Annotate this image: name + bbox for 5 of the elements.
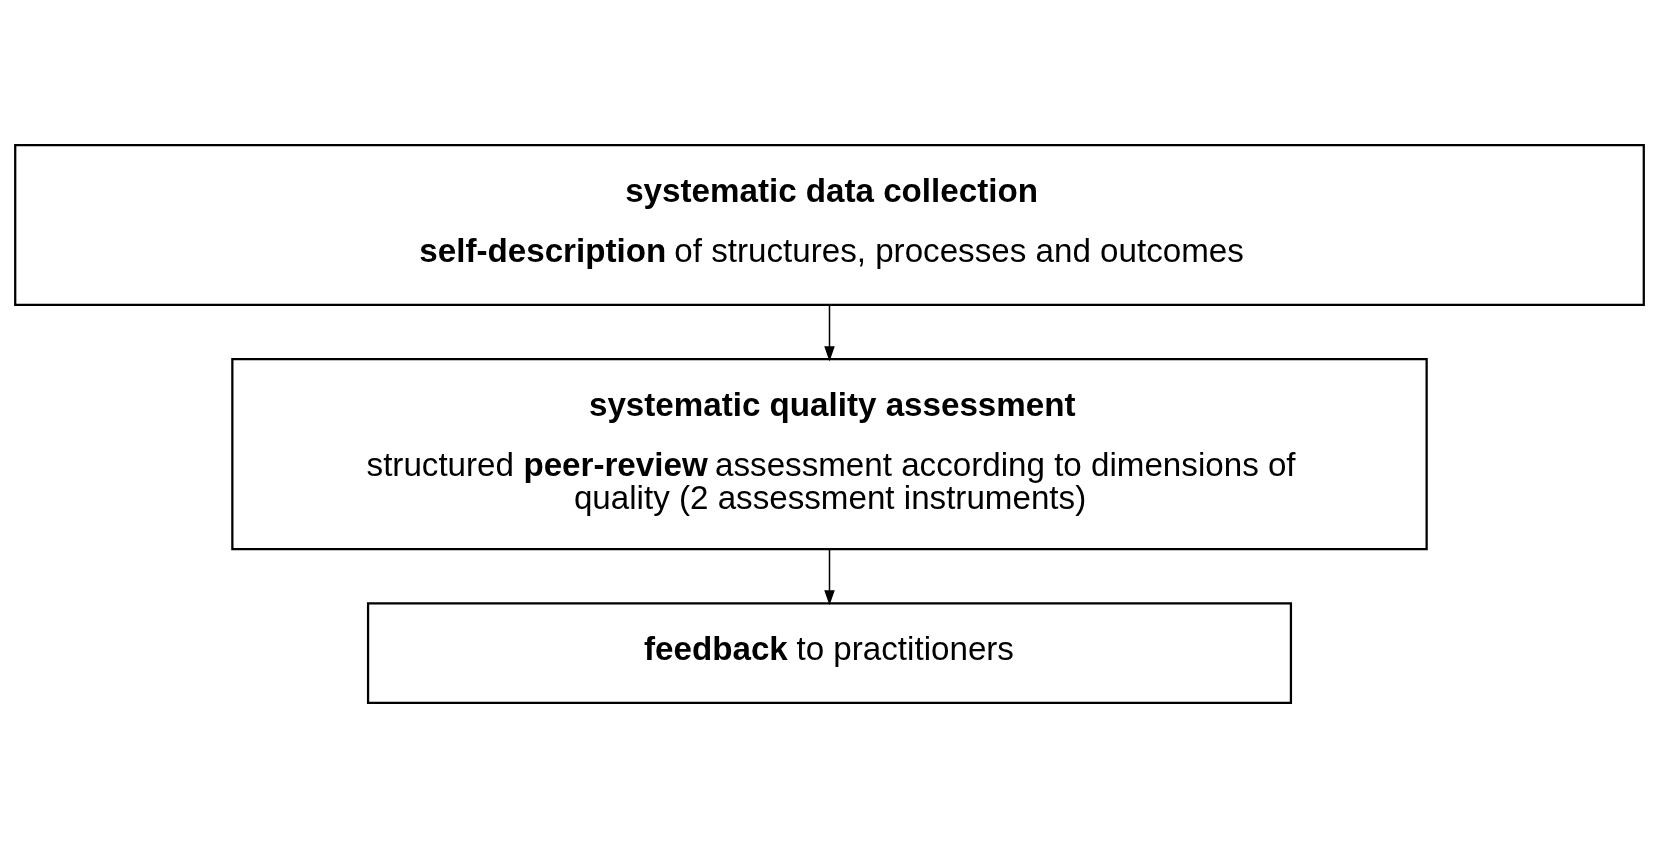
node-box: feedback to practitioners — [366, 601, 1293, 704]
node-box: systematic data collection self-description of structures, processes and outcomes — [14, 143, 1645, 306]
node-box: systematic quality assessment structured peer-review assessment according to dimensions of quality (2 assessment instruments) — [231, 357, 1428, 550]
arrow — [824, 303, 835, 361]
arrow — [824, 548, 835, 605]
